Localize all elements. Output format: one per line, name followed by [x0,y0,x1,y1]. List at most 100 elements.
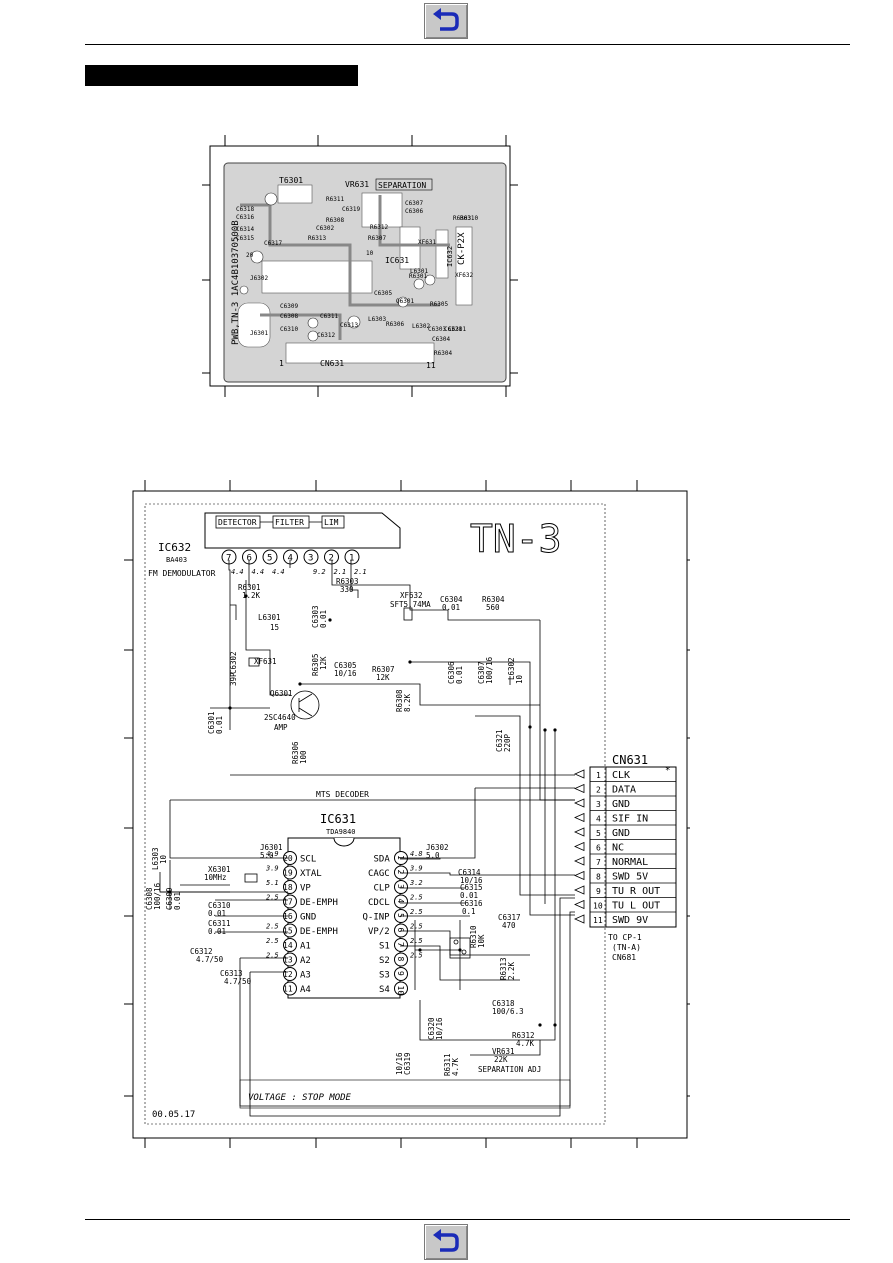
pcb-part-label: C6309 [280,303,298,310]
pcb-part-label: C6313 [340,322,358,329]
cn631-pin-number: 5 [596,829,601,838]
component-label: C6304 [440,595,463,604]
ic631-pin-voltage: 2.5 [266,923,279,931]
cn631-pin-signal: TU R OUT [612,886,660,897]
component-label: 12K [376,673,390,682]
component-label: VR631 [492,1047,515,1056]
cn631-pin-number: 7 [596,858,601,867]
pcb-part-label: R6306 [386,321,404,328]
cn631-mark: * [665,766,670,776]
component-label: 4.7K [451,1057,460,1076]
ic631-pin-number: 11 [283,985,293,994]
ic632-pin [303,549,319,565]
component-label: 4.7K [516,1039,535,1048]
pcb-part-label: C6301 [448,326,466,333]
ic631-pin-signal: SCL [300,855,316,865]
pcb-ckp-label: CK-P2X [457,232,467,265]
ic631-pin-number: 19 [283,869,293,878]
ic631-pin-number: 3 [396,884,405,889]
pcb-part-label: R6301 [409,273,427,280]
pcb-part-label: C6312 [317,332,335,339]
component-label: L6302 [507,657,516,680]
pcb-part-label: J6301 [250,330,268,337]
pcb-part-label: L6303 [368,316,386,323]
component-label: 4.7/50 [224,977,252,986]
pcb-sep-label: SEPARATION [378,181,426,190]
cn631-pin-number: 6 [596,844,601,853]
pcb-board-id: PWB,TN-3 1AC4B10370500B [231,220,241,345]
pcb-layout-drawing: T6301 VR631 SEPARATION CN631 1 11 IC631 … [202,135,518,397]
component-label: 15 [270,623,279,632]
ic631-pin [394,952,408,967]
component-label: SFT5.74MA [390,600,431,609]
ic631-pin-voltage: 2.5 [266,937,279,945]
cn631-pin-number: 10 [593,902,603,911]
ic631-pin-signal: VP/2 [368,927,390,937]
component-label: 0.01 [208,909,226,918]
ic631-pin [283,981,297,996]
ic632-pin-voltage: 9.2 [313,568,326,576]
ic631-pin-voltage: 5.1 [266,879,279,887]
cn631-pin-signal: SWD 5V [612,872,648,883]
ic631-pin-number: 16 [283,912,293,921]
pcb-part-label: R6313 [308,235,326,242]
component-label: 0.01 [455,666,464,684]
pcb-part-label: Q6301 [396,298,414,305]
pcb-part-label: C6321 [444,326,462,333]
component-label: R6310 [469,925,478,948]
component-label: 10/16 [334,669,357,678]
pcb-part-label: C6304 [432,336,450,343]
pcb-vr-label: VR631 [345,180,369,189]
schematic-drawing: TN-3 00.05.17 VOLTAGE : STOP MODE DETECT… [124,480,690,1148]
pcb-part-label: R6311 [326,196,344,203]
component-label: 0.01 [319,610,328,628]
cn631-pin-signal: DATA [612,785,636,796]
component-label: 12K [319,656,328,670]
ic632-pin-number: 6 [247,554,252,564]
ic631-pin-number: 10 [396,986,405,996]
pcb-part-label: R6303 [453,215,471,222]
component-label: 10 [515,674,524,684]
pcb-part-label: 20 [246,252,254,259]
component-label: 1.2K [242,591,261,600]
pcb-part-label: XF631 [418,239,436,246]
ic631-pin-signal: S3 [379,971,390,981]
pcb-cn-label: CN631 [320,359,344,368]
component-label: 100/16 [153,882,162,910]
ic632-pin-voltage: 2.1 [354,568,367,576]
ic631-pin [394,865,408,880]
voltage-note: VOLTAGE : STOP MODE [248,1093,352,1103]
ic632-pin-number: 7 [226,554,231,564]
component-label: 0.1 [462,907,476,916]
pcb-part-label: C6311 [320,313,338,320]
component-label: 8.2K [403,693,412,712]
component-label: C6314 [458,868,481,877]
pcb-part-label: C6314 [236,226,254,233]
pcb-part-label: C6310 [280,326,298,333]
ic631-pin-number: 4 [396,899,405,904]
cn631-pin-number: 3 [596,800,601,809]
ic631-pin-signal: CLP [374,884,391,894]
pcb-pin11-label: 11 [426,361,436,370]
back-button-bottom[interactable] [424,1224,468,1260]
ic631-pin-number: 2 [396,870,405,875]
ic631-pin-number: 7 [396,942,405,947]
component-label: 0.01 [442,603,460,612]
footer-rule [85,1219,850,1220]
ic631-part: TDA9840 [326,828,356,836]
ic631-pin [394,923,408,938]
ic631-pin [394,894,408,909]
component-label: Q6301 [270,689,293,698]
component-label: 10K [477,934,486,948]
component-label: C6303 [311,605,320,628]
back-button[interactable] [424,3,468,39]
component-label: R6304 [482,595,505,604]
ic631-pin [394,967,408,981]
ic631-pin-number: 12 [283,970,293,979]
component-label: C6301 [207,711,216,734]
ic631-pin [394,880,408,894]
ic631-pin-number: 5 [396,913,405,918]
component-label: R6307 [372,665,395,674]
pcb-t-label: T6301 [279,176,303,185]
component-label: 22K [494,1055,508,1064]
